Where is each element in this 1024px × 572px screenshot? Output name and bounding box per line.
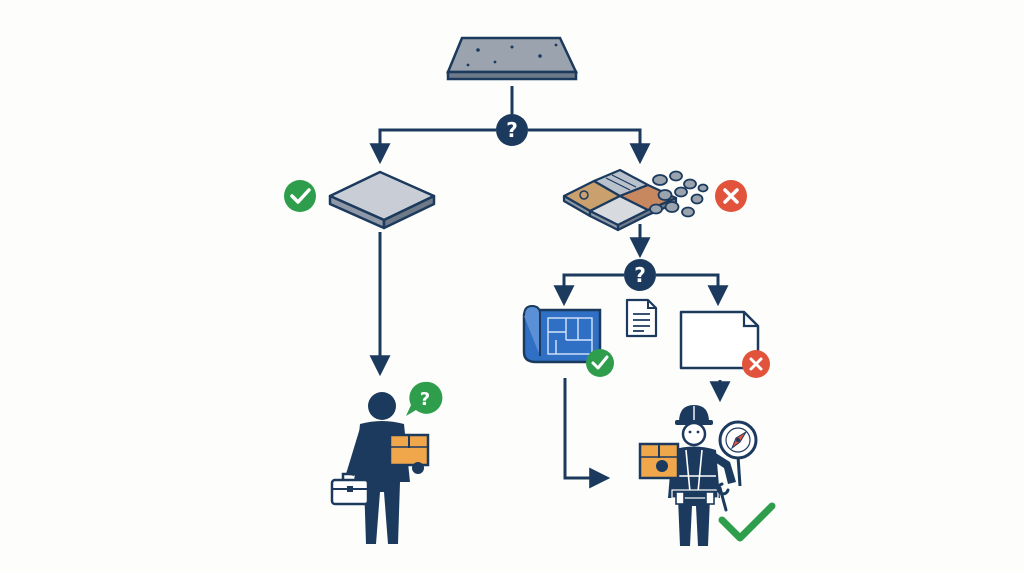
cross-icon — [742, 350, 770, 378]
gravel-icon — [649, 170, 709, 218]
worker-with-toolbox-icon — [330, 392, 430, 544]
blueprint-icon — [522, 304, 602, 364]
bubble-question-mark: ? — [420, 389, 430, 410]
check-icon — [586, 349, 614, 377]
document-icon — [625, 298, 658, 338]
engineer-with-hardhat-icon — [638, 405, 736, 546]
check-icon — [284, 180, 316, 212]
decision-mark-2: ? — [634, 263, 646, 287]
connectors-level-2 — [553, 273, 729, 307]
decision-mark-1: ? — [506, 118, 518, 142]
mixed-material-tiles-icon — [562, 168, 678, 232]
uniform-slab-icon — [328, 170, 436, 230]
gauge-icon — [718, 420, 758, 487]
decision-question-icon: ? — [624, 259, 656, 291]
blank-document-icon — [679, 310, 760, 370]
large-check-icon — [718, 502, 776, 542]
cross-icon — [715, 180, 747, 212]
concrete-slab-icon — [446, 36, 578, 81]
connectors-level-1 — [369, 86, 651, 165]
connectors-to-engineer — [563, 378, 731, 489]
decision-question-icon: ? — [496, 114, 528, 146]
question-bubble-icon: ? — [406, 381, 443, 416]
